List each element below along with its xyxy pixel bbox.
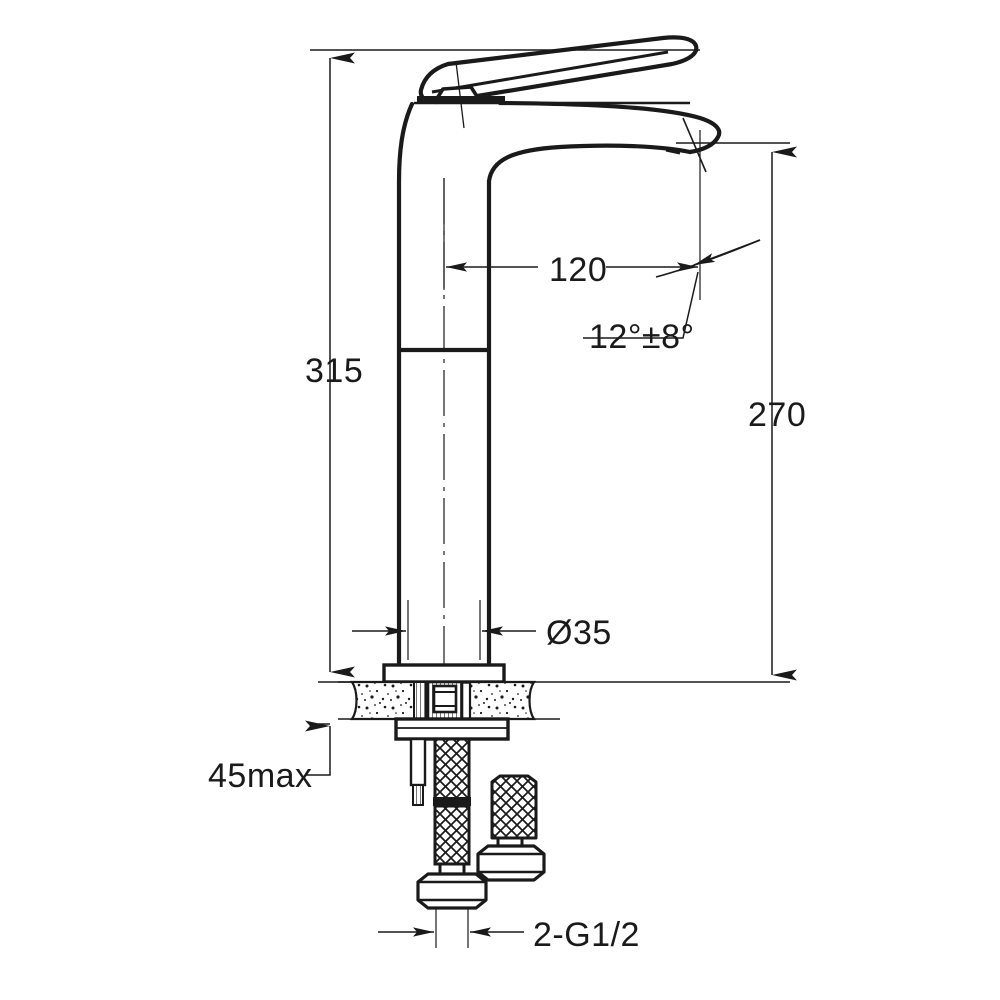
dimension-label-2-g12: 2-G1/2 <box>533 916 640 954</box>
dimension-supply-thread-2-g12 <box>378 908 524 948</box>
dimension-label-315: 315 <box>305 352 364 390</box>
dimension-spout-height-270 <box>676 142 797 681</box>
dimension-deck-thickness-45max <box>305 720 331 776</box>
supply-hoses <box>416 737 546 910</box>
dimension-label-diameter-35: Ø35 <box>546 614 612 652</box>
dimension-label-270: 270 <box>748 396 807 434</box>
dimension-overall-height-315 <box>310 49 700 683</box>
faucet-body-outline <box>396 35 722 724</box>
mounting-assembly <box>338 663 790 806</box>
dimension-base-diameter-35 <box>352 600 536 660</box>
dimension-label-120: 120 <box>549 251 608 289</box>
lever-handle <box>417 35 699 105</box>
dimension-spout-angle <box>583 117 761 339</box>
dimension-label-45max: 45max <box>208 757 313 795</box>
dimension-label-angle: 12°±8° <box>589 318 695 356</box>
